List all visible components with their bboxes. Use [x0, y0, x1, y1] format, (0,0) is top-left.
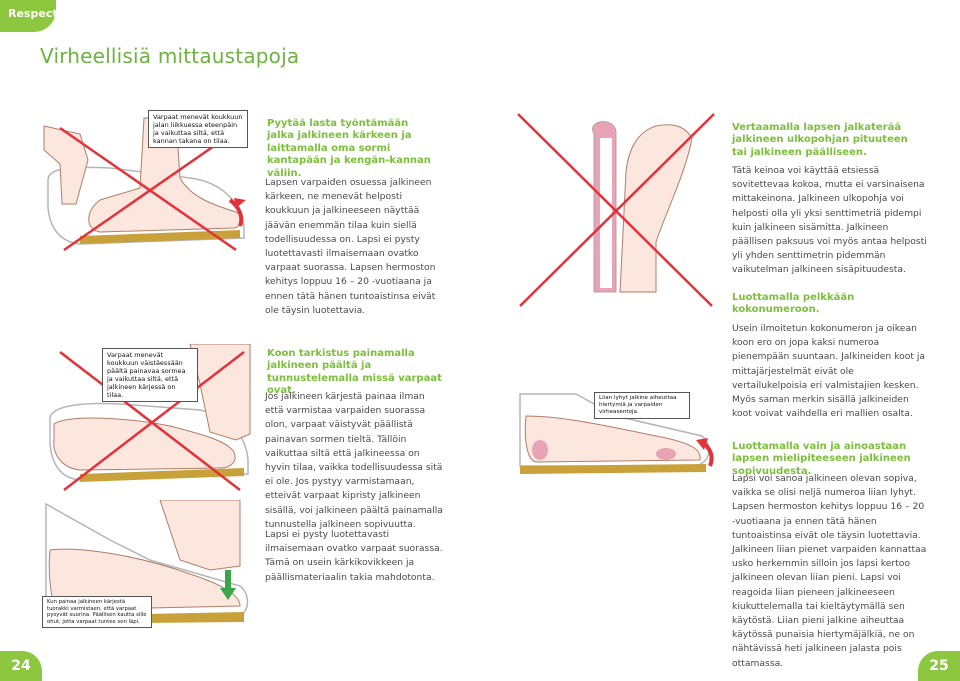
- col2-heading: Koon tarkistus painamalla jalkineen pääl…: [267, 348, 442, 397]
- col2-body1: Jos jalkineen kärjestä painaa ilman että…: [265, 391, 443, 530]
- section-tab[interactable]: Respecta: [0, 0, 65, 32]
- page-number-right: 25: [918, 651, 960, 681]
- callout-correct: Kun painaa jalkineen kärjestä tuorakki v…: [42, 596, 152, 628]
- col3-body-1: Tätä keinoa voi käyttää etsiessä sovitet…: [732, 165, 927, 276]
- illustration-correct-press: Kun painaa jalkineen kärjestä tuorakki v…: [40, 500, 252, 632]
- col1-heading: Pyytää lasta työntämään jalka jalkineen …: [267, 118, 431, 179]
- red-curved-arrow-icon: [228, 198, 244, 227]
- callout-press: Varpaat menevät koukkuun väistäessään pä…: [102, 348, 198, 402]
- col1-body: Lapsen varpaiden osuessa jalkineen kärke…: [265, 177, 436, 316]
- col3-body-2: Usein ilmoitetun kokonumeron ja oikean k…: [732, 323, 926, 420]
- illustration-compare-sole: [516, 112, 716, 308]
- col3-heading-1: Vertaamalla lapsen jalkaterää jalkineen …: [732, 122, 908, 158]
- callout-small-shoe: Liian lyhyt jalkine aiheuttaa hiertymiä …: [594, 392, 690, 419]
- col3-heading-2: Luottamalla pelkkään kokonumeroon.: [732, 292, 855, 316]
- illustration-press-top: Varpaat menevät koukkuun väistäessään pä…: [40, 344, 252, 494]
- col2-body2: Lapsi ei pysty luotettavasti ilmaisemaan…: [265, 529, 443, 583]
- illustration-small-shoe: Liian lyhyt jalkine aiheuttaa hiertymiä …: [516, 386, 716, 490]
- col3-heading-3: Luottamalla vain ja ainoastaan lapsen mi…: [732, 441, 911, 477]
- green-down-arrow-icon: [220, 570, 236, 600]
- illustration-finger-at-heel: Varpaat menevät koukkuun jalan liikkuess…: [40, 108, 252, 256]
- page-number-left: 24: [0, 651, 42, 681]
- col3-body-3: Lapsi voi sanoa jalkineen olevan sopiva,…: [732, 473, 927, 669]
- page-title: Virheellisiä mittaustapoja: [40, 44, 300, 68]
- callout-heel: Varpaat menevät koukkuun jalan liikkuess…: [148, 110, 248, 148]
